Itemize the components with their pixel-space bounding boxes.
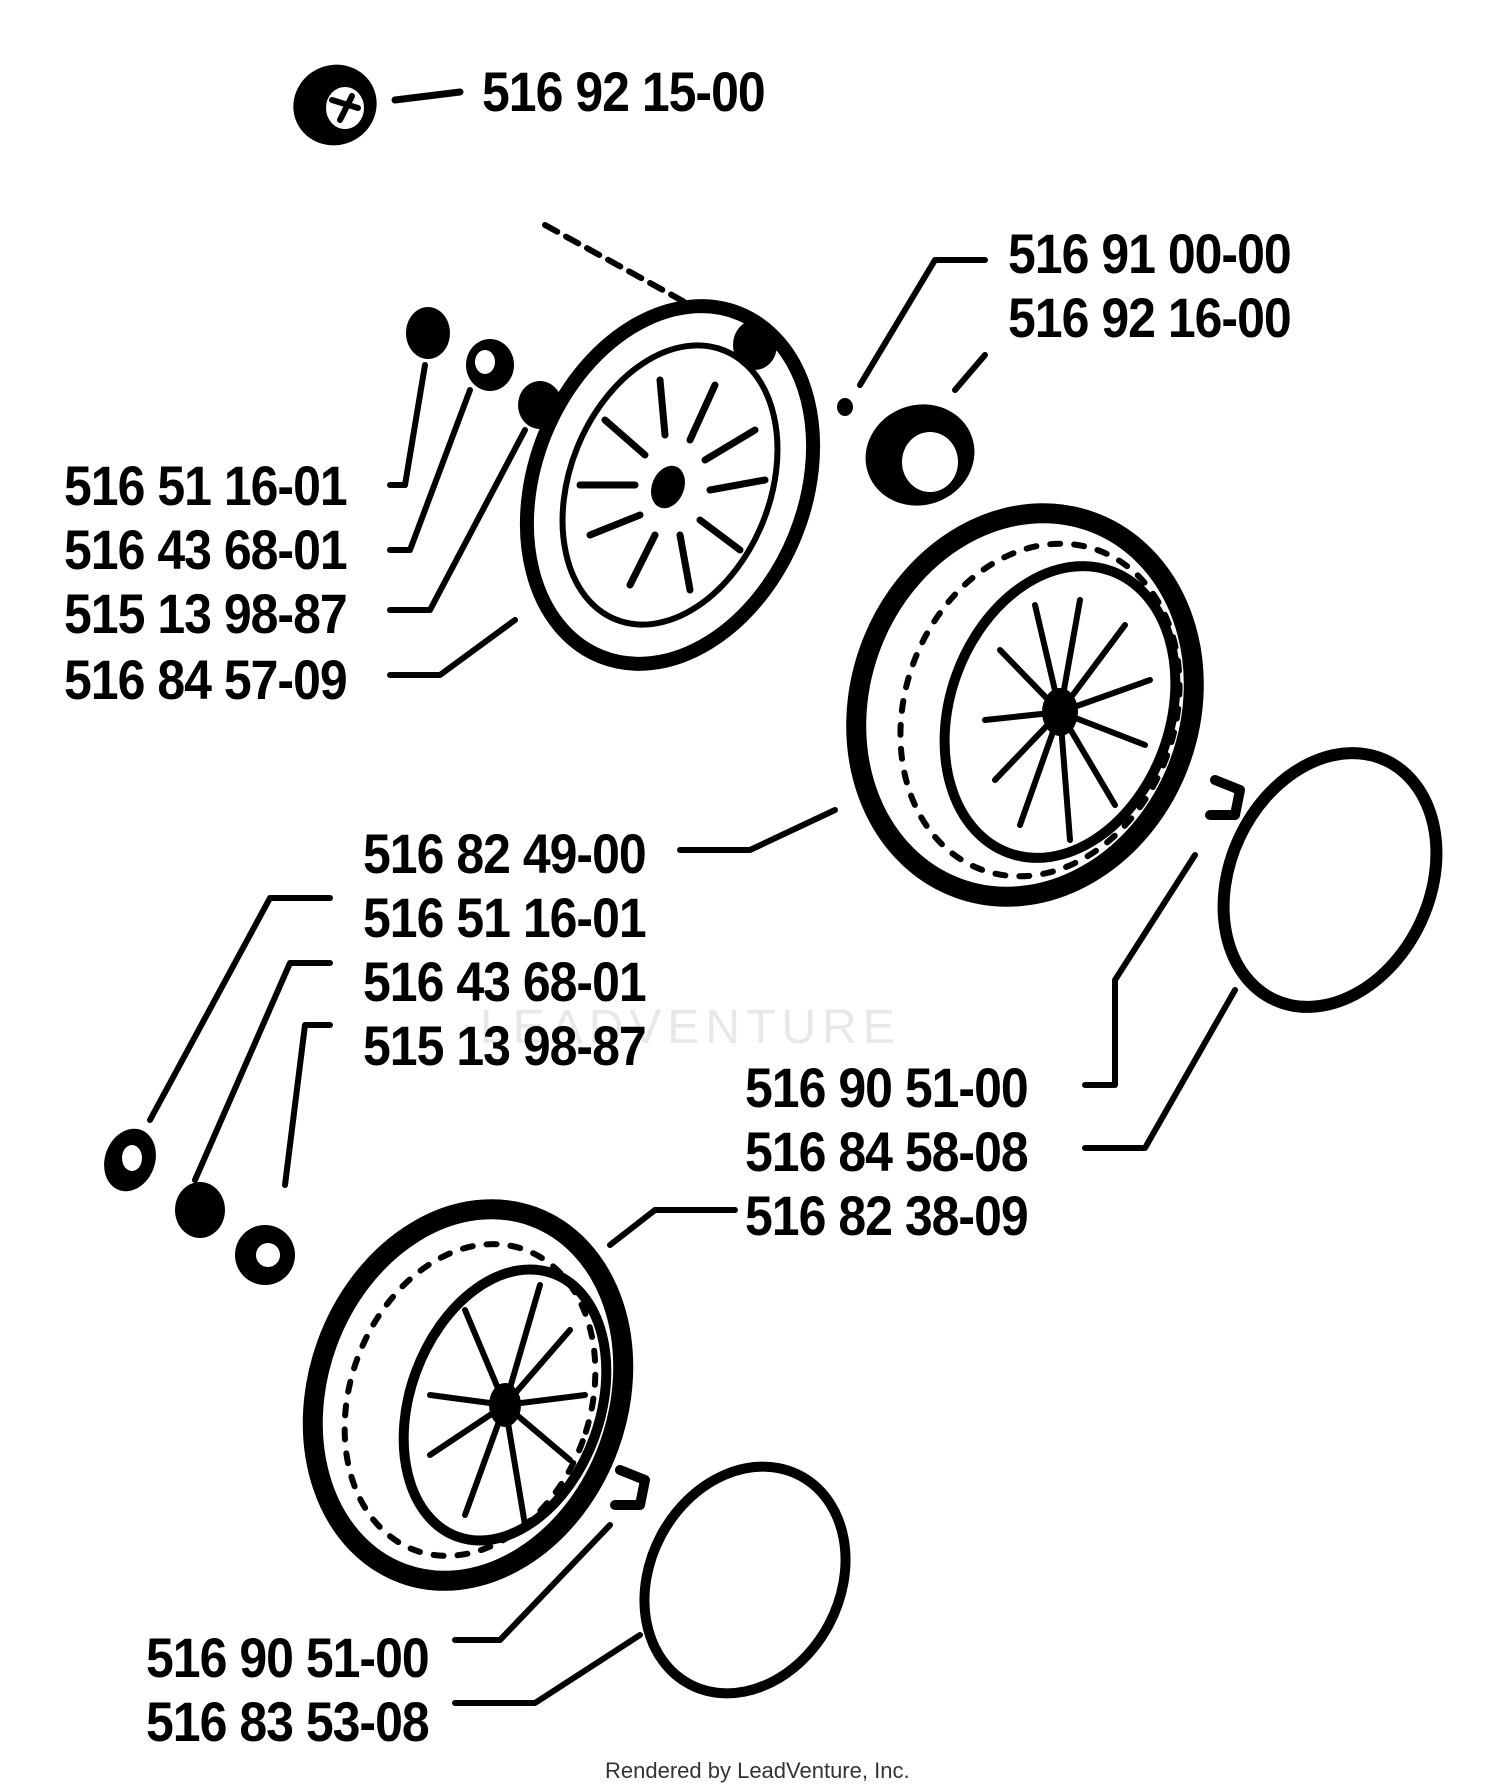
upper-tire	[846, 503, 1204, 907]
part-number-label: 516 43 68-01	[363, 950, 647, 1014]
axle-dashed-line	[542, 222, 693, 308]
part-number-label: 516 84 57-09	[64, 648, 348, 712]
upper-small-parts	[406, 307, 562, 429]
part-number-label: 515 13 98-87	[64, 582, 348, 646]
part-number-label: 516 84 58-08	[745, 1120, 1029, 1184]
part-number-label: 515 13 98-87	[363, 1014, 647, 1078]
leader-line	[391, 88, 464, 104]
bushing-part	[837, 398, 975, 506]
part-number-label: 516 83 53-08	[146, 1690, 430, 1754]
lower-tire	[302, 1199, 634, 1591]
watermark: LEADVENTURE	[480, 1001, 901, 1054]
upper-wheel-rim	[519, 299, 821, 671]
part-number-label: 516 82 49-00	[363, 822, 647, 886]
part-number-label: 516 51 16-01	[64, 454, 348, 518]
part-number-label: 516 92 15-00	[482, 60, 766, 124]
part-number-label: 516 90 51-00	[745, 1056, 1029, 1120]
hub-cap-part	[293, 64, 377, 146]
part-number-label: 516 91 00-00	[1008, 222, 1292, 286]
part-number-label: 516 92 16-00	[1008, 286, 1292, 350]
part-number-label: 516 43 68-01	[64, 518, 348, 582]
lower-small-parts	[104, 1128, 295, 1285]
part-number-label: 516 82 38-09	[745, 1184, 1029, 1248]
part-number-label: 516 90 51-00	[146, 1626, 430, 1690]
lower-clip-ring	[610, 1461, 851, 1699]
render-credit: Rendered by LeadVenture, Inc.	[605, 1758, 910, 1783]
part-number-label: 516 51 16-01	[363, 886, 647, 950]
upper-clip-ring	[1205, 747, 1443, 1013]
